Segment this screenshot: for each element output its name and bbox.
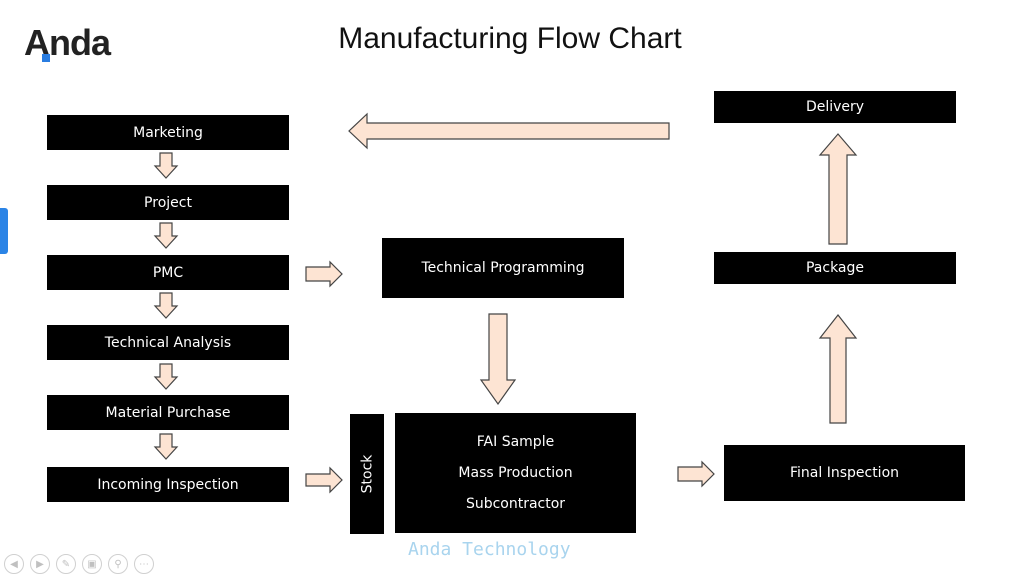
step-project: Project <box>47 185 289 220</box>
arrow-down-2 <box>153 222 179 249</box>
logo: Anda <box>24 22 111 64</box>
production-fai-sample: FAI Sample <box>476 434 555 450</box>
page-title: Manufacturing Flow Chart <box>338 22 682 55</box>
step-material-purchase: Material Purchase <box>47 395 289 430</box>
arrow-down-3 <box>153 292 179 319</box>
step-marketing: Marketing <box>47 115 289 150</box>
arrow-up-package <box>818 133 858 245</box>
footer-text: Anda Technology <box>408 539 571 560</box>
slides-icon[interactable]: ▣ <box>82 554 102 574</box>
arrow-right-incoming <box>305 466 343 494</box>
zoom-icon[interactable]: ⚲ <box>108 554 128 574</box>
step-stock: Stock <box>350 414 384 534</box>
arrow-up-final <box>818 314 858 424</box>
prev-icon[interactable]: ◀ <box>4 554 24 574</box>
arrow-left-delivery <box>348 112 670 150</box>
arrow-right-production <box>677 460 715 488</box>
step-production: FAI Sample Mass Production Subcontractor <box>395 413 636 533</box>
side-panel-tab[interactable] <box>0 208 8 254</box>
arrow-down-programming <box>479 313 517 406</box>
arrow-down-1 <box>153 152 179 179</box>
pen-icon[interactable]: ✎ <box>56 554 76 574</box>
logo-accent <box>42 54 50 62</box>
step-package: Package <box>714 252 956 284</box>
step-final-inspection: Final Inspection <box>724 445 965 501</box>
logo-text: Anda <box>24 22 111 63</box>
step-technical-programming: Technical Programming <box>382 238 624 298</box>
arrow-down-4 <box>153 363 179 390</box>
slide-toolbar: ◀ ▶ ✎ ▣ ⚲ ⋯ <box>4 554 154 574</box>
next-icon[interactable]: ▶ <box>30 554 50 574</box>
arrow-down-5 <box>153 433 179 460</box>
step-pmc: PMC <box>47 255 289 290</box>
step-incoming-inspection: Incoming Inspection <box>47 467 289 502</box>
arrow-right-pmc <box>305 260 343 288</box>
production-subcontractor: Subcontractor <box>465 496 566 512</box>
step-delivery: Delivery <box>714 91 956 123</box>
production-mass-production: Mass Production <box>458 465 573 481</box>
more-icon[interactable]: ⋯ <box>134 554 154 574</box>
step-technical-analysis: Technical Analysis <box>47 325 289 360</box>
